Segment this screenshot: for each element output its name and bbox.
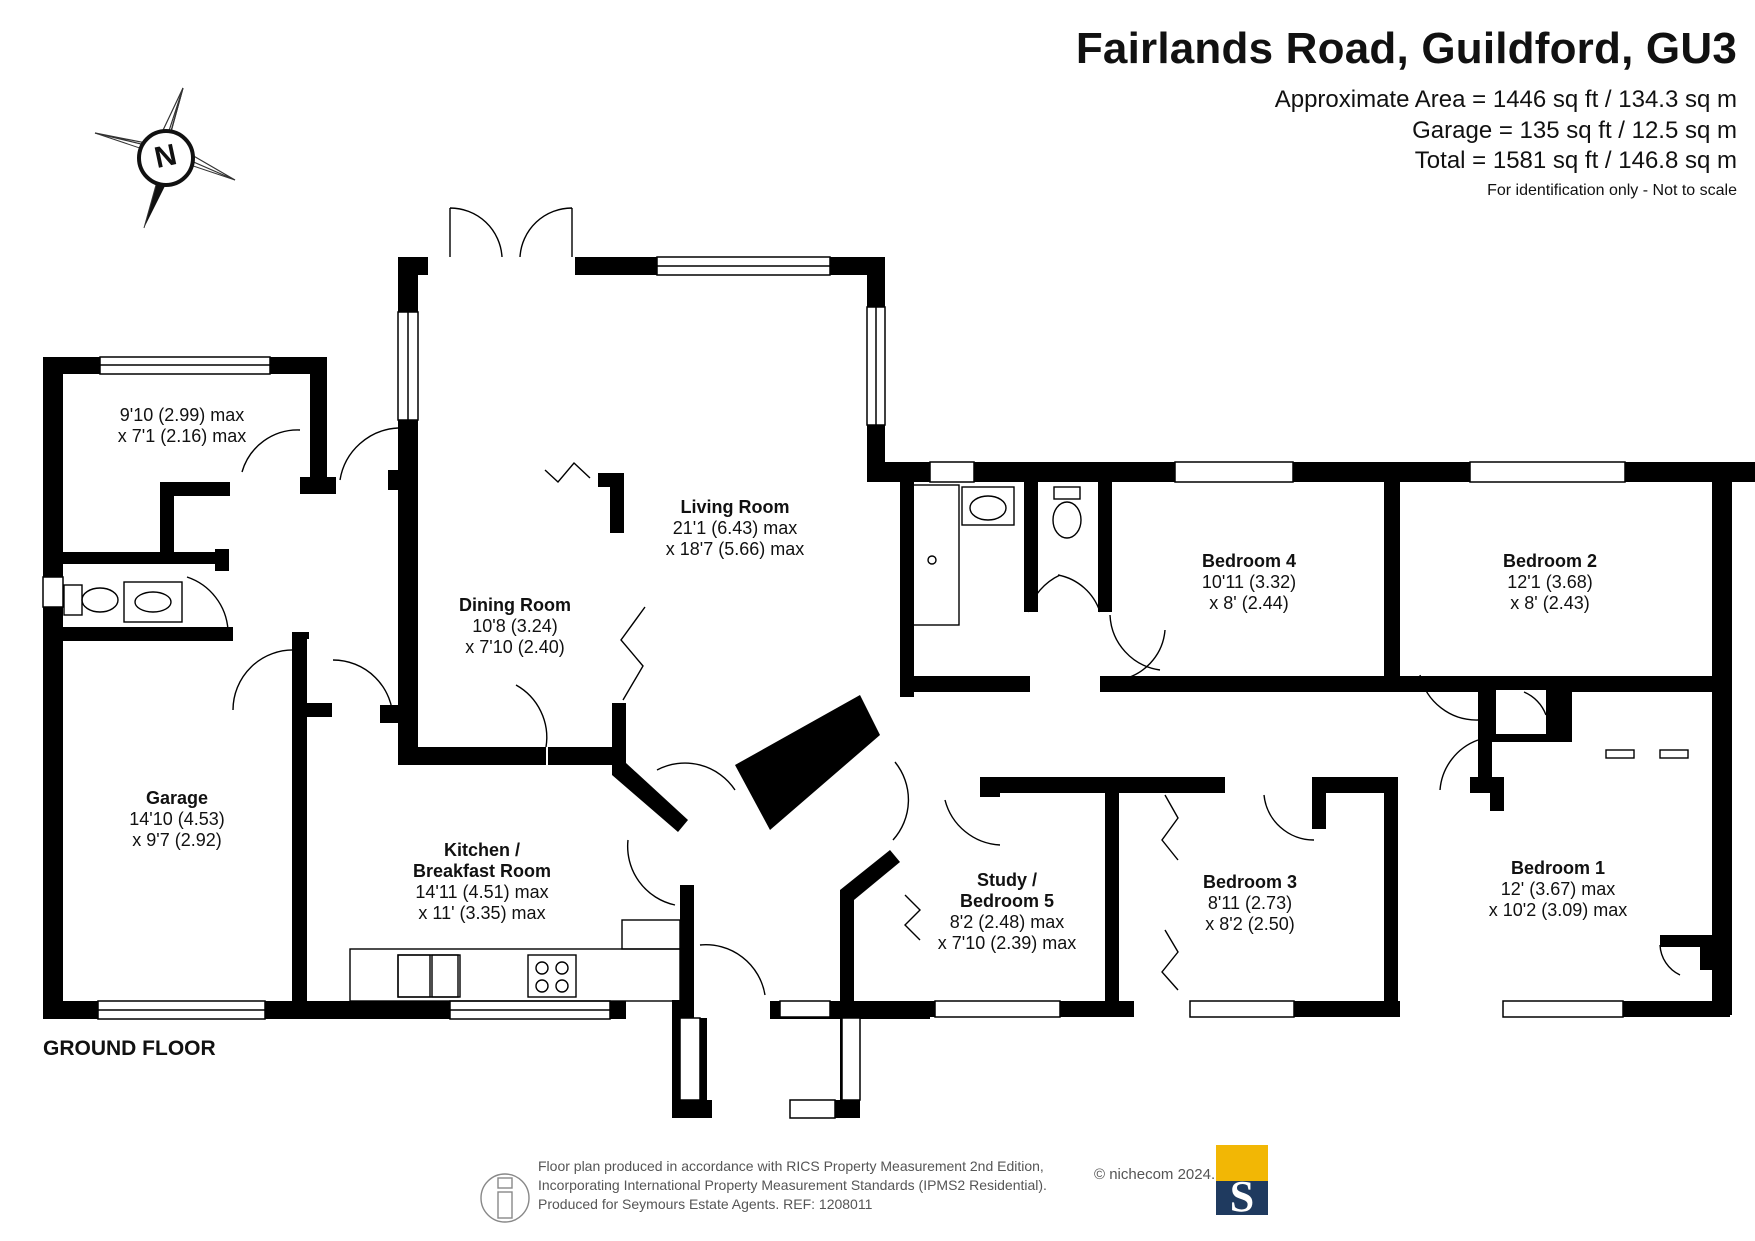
room-utility-dim2: x 7'1 (2.16) max (117, 426, 247, 446)
room-study-name2: Bedroom 5 (959, 891, 1055, 911)
room-bedroom2-name: Bedroom 2 (1502, 551, 1598, 571)
logo-letter: S (1229, 1172, 1255, 1221)
footer-text: Floor plan produced in accordance with R… (538, 1157, 1047, 1214)
room-garage-dim2: x 9'7 (2.92) (132, 830, 222, 850)
room-bedroom4: Bedroom 4 10'11 (3.32) x 8' (2.44) (1202, 551, 1296, 614)
room-kitchen-name2: Breakfast Room (412, 861, 552, 881)
room-study: Study / Bedroom 5 8'2 (2.48) max x 7'10 … (938, 870, 1077, 954)
doors (186, 207, 1681, 996)
room-utility-dim1: 9'10 (2.99) max (119, 405, 245, 425)
room-kitchen-dim2: x 11' (3.35) max (418, 903, 546, 923)
floor-label: GROUND FLOOR (43, 1037, 216, 1060)
footer-line-3: Produced for Seymours Estate Agents. REF… (538, 1196, 873, 1212)
room-bedroom2-dim2: x 8' (2.43) (1510, 593, 1590, 613)
windows (42, 256, 1626, 1119)
room-bedroom1-name: Bedroom 1 (1510, 858, 1606, 878)
room-living-name: Living Room (680, 497, 790, 517)
total-area: Total = 1581 sq ft / 146.8 sq m (1414, 147, 1737, 174)
compass-icon (94, 87, 236, 229)
room-study-dim1: 8'2 (2.48) max (949, 912, 1065, 932)
room-kitchen: Kitchen / Breakfast Room 14'11 (4.51) ma… (413, 840, 551, 924)
room-living: Living Room 21'1 (6.43) max x 18'7 (5.66… (666, 497, 805, 560)
approximate-area: Approximate Area = 1446 sq ft / 134.3 sq… (1274, 86, 1737, 113)
room-bedroom4-name: Bedroom 4 (1201, 551, 1297, 571)
room-kitchen-dim1: 14'11 (4.51) max (415, 882, 549, 902)
room-garage-name: Garage (145, 788, 209, 808)
room-bedroom3-name: Bedroom 3 (1202, 872, 1298, 892)
room-study-dim2: x 7'10 (2.39) max (937, 933, 1077, 953)
room-bedroom1-dim1: 12' (3.67) max (1500, 879, 1616, 899)
room-study-name1: Study / (976, 870, 1037, 890)
room-garage: Garage 14'10 (4.53) x 9'7 (2.92) (129, 788, 225, 851)
room-dining-dim1: 10'8 (3.24) (472, 616, 558, 636)
room-bedroom3-dim1: 8'11 (2.73) (1207, 893, 1293, 913)
room-dining-name: Dining Room (459, 595, 571, 615)
walls (43, 257, 1755, 1118)
scale-note: For identification only - Not to scale (1487, 182, 1737, 199)
room-garage-dim1: 14'10 (4.53) (129, 809, 225, 829)
room-bedroom3: Bedroom 3 8'11 (2.73) x 8'2 (2.50) (1203, 872, 1297, 935)
room-bedroom2: Bedroom 2 12'1 (3.68) x 8' (2.43) (1503, 551, 1597, 614)
page-title: Fairlands Road, Guildford, GU3 (1075, 24, 1737, 73)
garage-area: Garage = 135 sq ft / 12.5 sq m (1412, 117, 1737, 144)
room-dining: Dining Room 10'8 (3.24) x 7'10 (2.40) (459, 595, 571, 658)
room-bedroom2-dim1: 12'1 (3.68) (1507, 572, 1593, 592)
room-bedroom4-dim2: x 8' (2.44) (1209, 593, 1289, 613)
footer-line-2: Incorporating International Property Mea… (538, 1177, 1047, 1193)
room-bedroom1: Bedroom 1 12' (3.67) max x 10'2 (3.09) m… (1489, 858, 1628, 921)
room-dining-dim2: x 7'10 (2.40) (465, 637, 565, 657)
seymours-logo (1216, 1145, 1268, 1215)
copyright: © nichecom 2024. (1094, 1166, 1216, 1183)
room-bedroom3-dim2: x 8'2 (2.50) (1205, 914, 1295, 934)
room-living-dim1: 21'1 (6.43) max (672, 518, 798, 538)
room-utility: 9'10 (2.99) max x 7'1 (2.16) max (118, 405, 247, 447)
room-kitchen-name1: Kitchen / (443, 840, 521, 860)
room-bedroom4-dim1: 10'11 (3.32) (1201, 572, 1297, 592)
footer-line-1: Floor plan produced in accordance with R… (538, 1158, 1044, 1174)
fixtures (63, 484, 1689, 1223)
room-living-dim2: x 18'7 (5.66) max (665, 539, 805, 559)
room-bedroom1-dim2: x 10'2 (3.09) max (1488, 900, 1628, 920)
